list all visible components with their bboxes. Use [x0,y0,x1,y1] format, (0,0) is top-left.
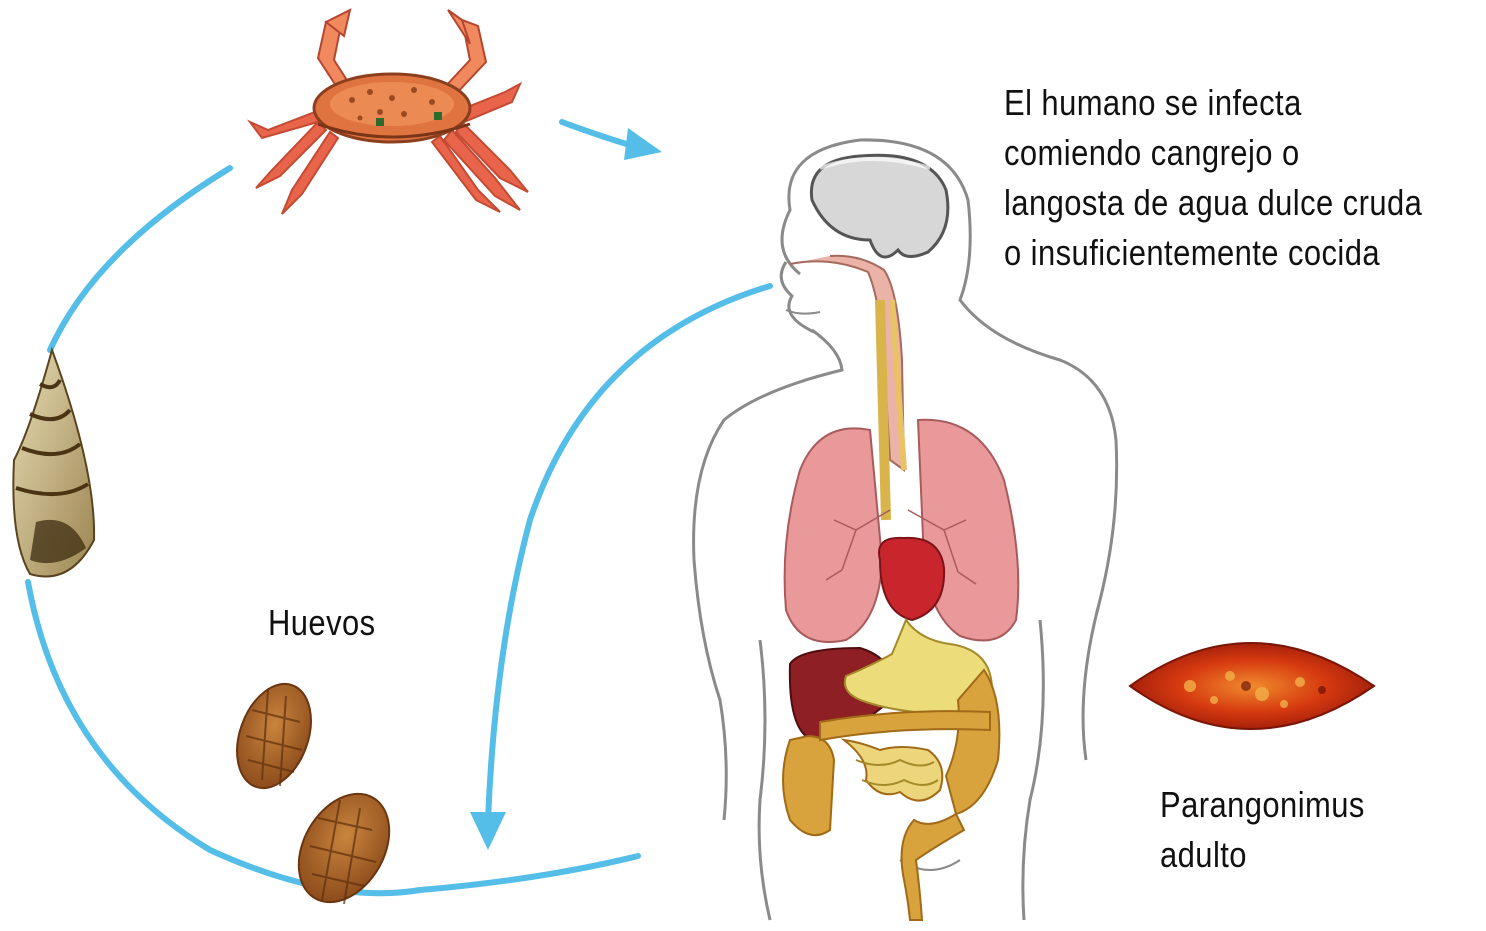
parasite-label: Parangonimus adulto [1160,780,1365,880]
egg-lower [280,778,407,918]
parasite-label-line-1: Parangonimus [1160,780,1365,830]
lung-left [785,428,882,642]
crab-icon [250,10,528,214]
brain [811,155,947,257]
infection-note: El humano se infecta comiendo cangrejo o… [1004,78,1422,278]
infection-note-line-1: El humano se infecta [1004,78,1422,128]
cycle-arrows [28,122,770,893]
fluke-icon [1130,643,1374,729]
egg-icon [224,674,408,919]
arrow-human-to-eggs-head [470,812,506,850]
infection-note-line-2: comiendo cangrejo o [1004,128,1422,178]
arrow-bottom-segment [420,856,638,890]
eggs-label: Huevos [268,598,376,648]
infection-note-line-4: o insuficientemente cocida [1004,228,1422,278]
arrow-crab-to-human-head [624,128,662,160]
arrow-crab-to-snail [50,168,230,350]
heart [879,538,944,620]
infection-note-line-3: langosta de agua dulce cruda [1004,178,1422,228]
arrow-human-to-eggs [488,286,770,820]
snail-icon [13,350,94,576]
parasite-label-line-2: adulto [1160,830,1365,880]
egg-upper [224,674,325,799]
